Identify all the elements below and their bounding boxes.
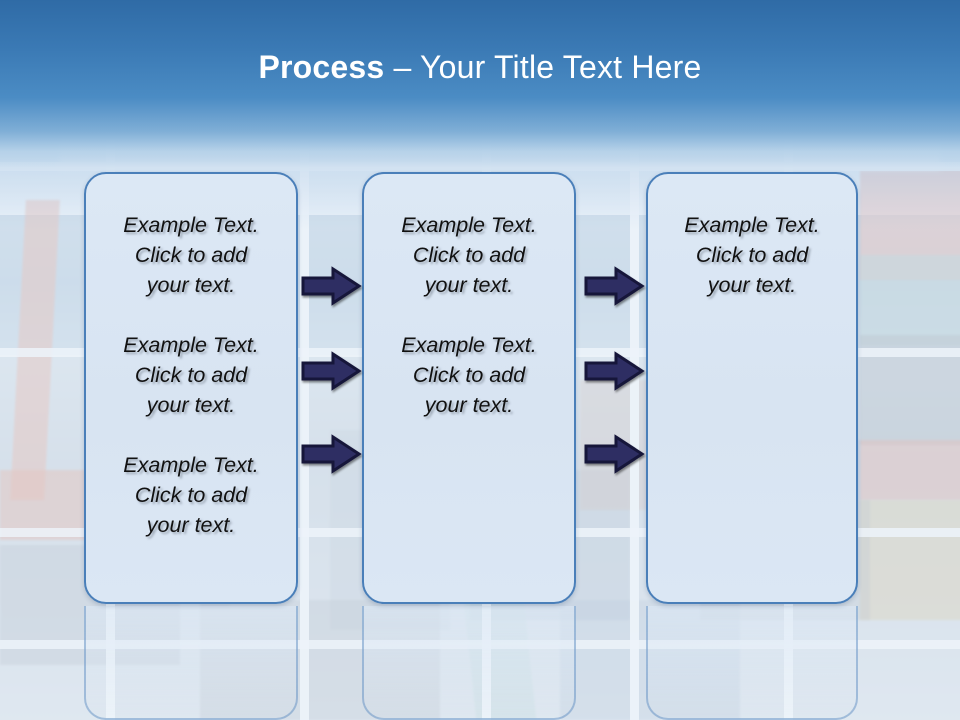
text-placeholder[interactable]: Example Text. Click to add your text. bbox=[401, 333, 537, 417]
box-reflection-1 bbox=[84, 606, 298, 720]
text-placeholder[interactable]: Example Text. Click to add your text. bbox=[123, 213, 259, 297]
right-arrow-icon[interactable] bbox=[583, 266, 645, 306]
box-reflection-3 bbox=[646, 606, 858, 720]
title-rest: Your Title Text Here bbox=[420, 49, 702, 85]
text-placeholder[interactable]: Example Text. Click to add your text. bbox=[123, 333, 259, 417]
title-banner bbox=[0, 0, 960, 168]
right-arrow-icon[interactable] bbox=[300, 351, 362, 391]
text-placeholder[interactable]: Example Text. Click to add your text. bbox=[123, 453, 259, 537]
process-box-2[interactable]: Example Text. Click to add your text. Ex… bbox=[362, 172, 576, 604]
text-placeholder[interactable]: Example Text. Click to add your text. bbox=[684, 213, 820, 297]
right-arrow-icon[interactable] bbox=[300, 434, 362, 474]
title-keyword: Process bbox=[258, 49, 385, 85]
box-reflection-2 bbox=[362, 606, 576, 720]
right-arrow-icon[interactable] bbox=[583, 434, 645, 474]
right-arrow-icon[interactable] bbox=[300, 266, 362, 306]
page-title: Process – Your Title Text Here bbox=[0, 49, 960, 86]
process-box-3[interactable]: Example Text. Click to add your text. bbox=[646, 172, 858, 604]
title-separator: – bbox=[384, 49, 421, 85]
text-placeholder[interactable]: Example Text. Click to add your text. bbox=[401, 213, 537, 297]
right-arrow-icon[interactable] bbox=[583, 351, 645, 391]
process-box-1[interactable]: Example Text. Click to add your text. Ex… bbox=[84, 172, 298, 604]
